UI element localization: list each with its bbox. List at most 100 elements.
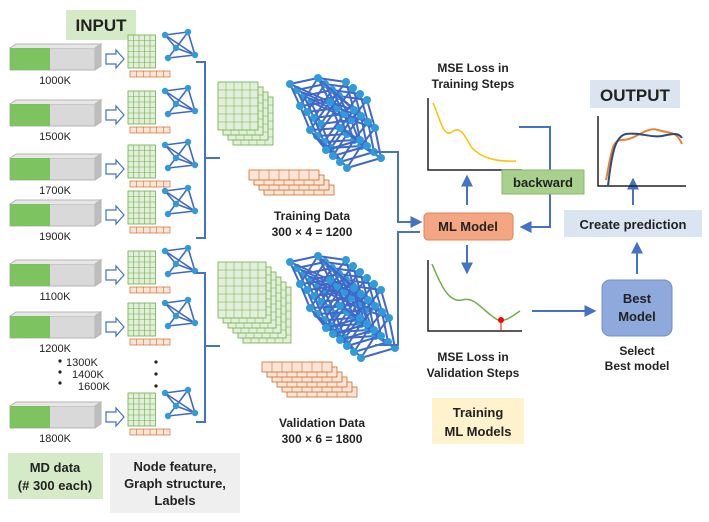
graph-node [349,84,357,92]
md-slab-green [10,406,50,428]
graph-node [164,54,172,62]
md-slab-green [10,48,50,70]
graph-node [350,284,358,292]
graph-node [363,320,371,328]
graph-node [357,112,365,120]
backward-loop: backward [501,126,585,233]
node-feature-line1: Node feature, [133,459,216,474]
md-data-box: MD data (# 300 each) [8,453,103,499]
training-data-line1: Training Data [274,209,350,223]
graph-node [164,322,172,330]
md-sample-row: 1100K [9,244,199,303]
graph-node [191,161,199,169]
graph-node [370,148,378,156]
graph-node [371,302,379,310]
graph-node [184,296,192,304]
label-block [261,361,333,373]
graph-node [313,132,321,140]
validation-data-line2: 300 × 6 = 1800 [282,432,363,446]
graph-node [356,90,364,98]
training-matrix-stack [217,81,274,146]
graph-node [371,124,379,132]
graph-node [191,319,199,327]
graph-node [286,258,294,266]
graph-node [172,100,180,108]
graph-node [184,386,192,394]
graph-node [326,276,334,284]
validation-data-line1: Validation Data [279,416,365,430]
output-header: OUTPUT [590,80,680,108]
graph-node [349,262,357,270]
md-data-line2: (# 300 each) [18,478,92,493]
temperature-label: 1900K [39,231,71,243]
graph-node [322,146,330,154]
graph-node [329,152,337,160]
graph-node [370,326,378,334]
graph-node [164,270,172,278]
graph-node [364,296,372,304]
graph-node [313,310,321,318]
data-to-model-connectors [375,151,423,346]
training-loss-curve [432,102,517,162]
graph-node [322,324,330,332]
graph-node [161,247,169,255]
graph-node [356,268,364,276]
training-graph-stack [286,74,385,172]
graph-node [377,286,385,294]
graph-node [357,290,365,298]
mse-training-line2: Training Steps [432,77,515,91]
graph-node [191,51,199,59]
validation-matrix-stack [217,261,292,344]
best-model-line2: Model [618,309,656,324]
md-slab-green [10,104,50,126]
graph-node [172,312,180,320]
graph-node [172,200,180,208]
md-data-line1: MD data [30,460,81,475]
node-feature-line3: Labels [154,493,195,508]
best-model-line1: Best [623,291,652,306]
graph-node [385,314,393,322]
conversion-arrow [105,104,125,126]
graph-node [303,286,311,294]
graph-node [161,299,169,307]
node-feature-line2: Graph structure, [124,476,226,491]
graph-node [378,308,386,316]
md-sample-row: 1800K [9,386,199,445]
validation-label-stack [261,361,358,398]
mse-training-line1: MSE Loss in [437,61,508,75]
temperature-label: 1500K [39,131,71,143]
conversion-arrow [105,406,125,428]
conversion-arrow [105,316,125,338]
graph-node [363,96,371,104]
graph-node [296,280,304,288]
output-plot [597,116,686,187]
graph-node [363,142,371,150]
graph-node [363,274,371,282]
graph-node [370,280,378,288]
graph-node [184,184,192,192]
graph-node [377,332,385,340]
md-sample-row: 1700K [9,138,199,197]
graph-node [306,126,314,134]
validation-graph-stack [286,252,399,362]
output-curve-orange [605,128,683,181]
ellipsis-temps: 1300K 1400K 1600K [58,357,158,393]
graph-node [172,154,180,162]
md-sample-row: 1000K [9,28,199,87]
graph-node [164,210,172,218]
training-ml-models-box: Training ML Models [432,398,524,444]
graph-node [357,354,365,362]
graph-node [191,409,199,417]
graph-layer [286,74,364,154]
best-model-box: Best Model [601,279,673,337]
graph-node [342,78,350,86]
backward-label: backward [513,175,573,190]
group-brackets [196,61,220,423]
label-block [248,169,320,181]
graph-node [191,207,199,215]
md-slab-green [10,316,50,338]
graph-node [314,252,322,260]
graph-node [350,106,358,114]
graph-node [172,402,180,410]
